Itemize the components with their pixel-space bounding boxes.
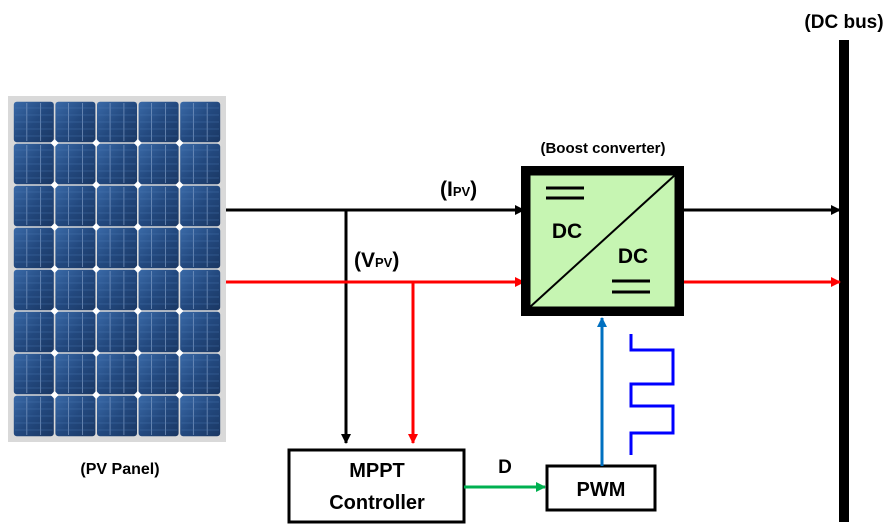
ipv-label: (IPV) (440, 178, 477, 201)
pv-cell-corner (175, 307, 184, 315)
pv-cell-corner (92, 391, 101, 399)
pv-cell-corner (50, 223, 59, 231)
pv-cell-corner (133, 181, 142, 189)
pv-cell-corner (133, 265, 142, 273)
pv-cell-corner (133, 139, 142, 147)
pv-cell-corner (50, 307, 59, 315)
duty-label: D (498, 457, 512, 478)
pv-cell-corner (92, 181, 101, 189)
ipv-label-sub: PV (453, 184, 471, 199)
boost-converter-label: (Boost converter) (540, 140, 665, 157)
pv-cell-corner (175, 223, 184, 231)
pv-cell-corner (50, 139, 59, 147)
pv-cell-corner (175, 265, 184, 273)
pv-cell-corner (175, 391, 184, 399)
pv-cell-corner (175, 349, 184, 357)
pv-cell-grid (13, 101, 221, 437)
vpv-label-suffix: ) (392, 249, 399, 272)
pv-cell-corner (175, 181, 184, 189)
vpv-label-sub: PV (375, 255, 393, 270)
pv-cell-corner (92, 223, 101, 231)
mppt-controller-box (287, 448, 466, 524)
pv-cell-corner (133, 349, 142, 357)
converter-diagonal (529, 174, 676, 308)
pwm-label: PWM (577, 479, 626, 501)
pv-cell-corner (92, 307, 101, 315)
converter-dc-bottom-label: DC (618, 245, 648, 268)
pv-cell-corner (133, 223, 142, 231)
pv-cell-corner (50, 349, 59, 357)
pv-panel (8, 96, 226, 442)
pv-cell-corner (50, 265, 59, 273)
dc-bus-bar (839, 40, 849, 522)
vpv-label-prefix: (V (354, 249, 375, 272)
pv-cell-corner (50, 391, 59, 399)
boost-converter-block: DC DC (521, 166, 684, 316)
pv-cell-corner (92, 139, 101, 147)
pwm-square-wave (629, 334, 675, 455)
pv-cell-corner (50, 181, 59, 189)
dc-bus-label: (DC bus) (804, 12, 883, 33)
pv-cell-corner (92, 349, 101, 357)
vpv-label: (VPV) (354, 249, 399, 272)
pv-panel-label: (PV Panel) (80, 461, 159, 478)
ipv-label-suffix: ) (470, 178, 477, 201)
pwm-box (545, 464, 657, 512)
pv-cell-corner (92, 265, 101, 273)
ipv-label-prefix: (I (440, 178, 453, 201)
mppt-label-line1: MPPT (349, 460, 405, 482)
pv-cell-corner (133, 307, 142, 315)
pv-cell-corner (133, 391, 142, 399)
converter-dc-top-label: DC (552, 220, 582, 243)
pv-cell-corner (175, 139, 184, 147)
mppt-label-line2: Controller (329, 492, 425, 514)
